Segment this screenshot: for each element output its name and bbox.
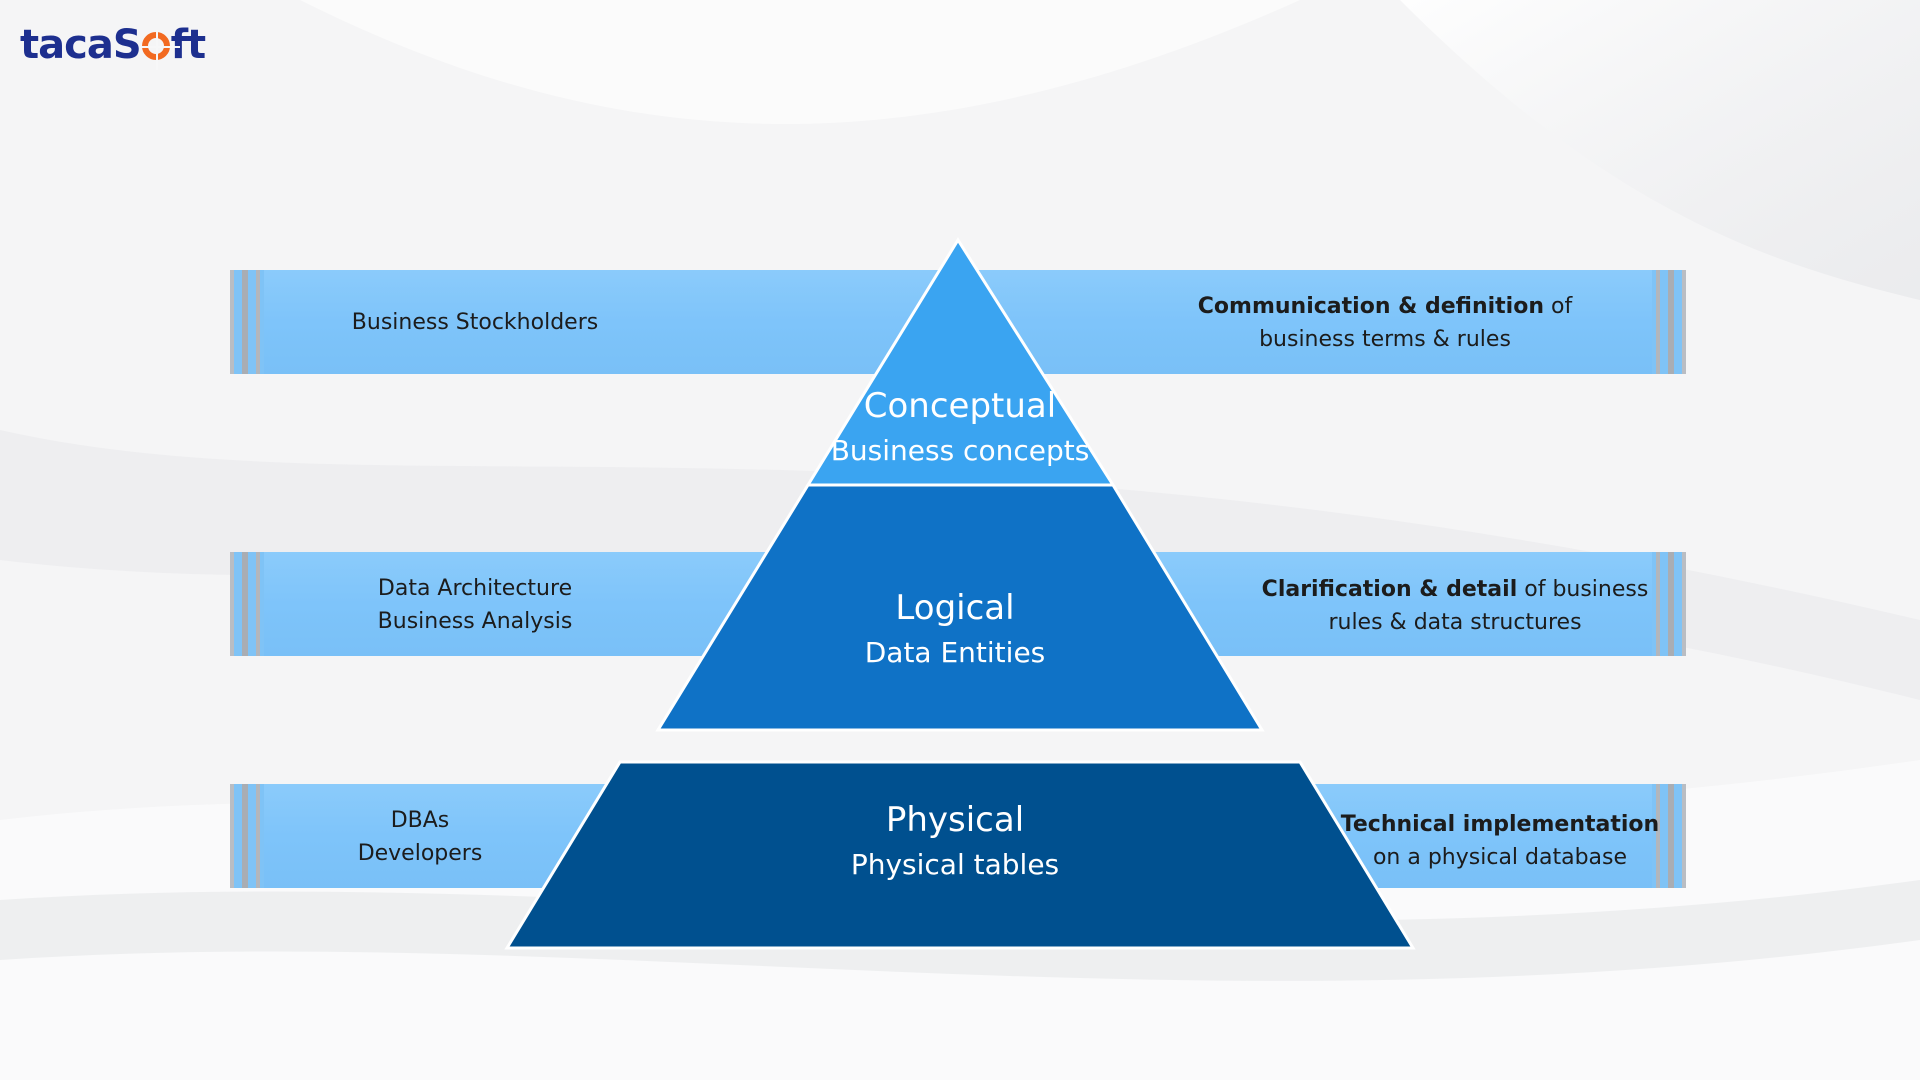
logo-s-letter: S (112, 22, 142, 68)
conceptual-tier-label: Conceptual Business concepts (810, 383, 1110, 473)
physical-title: Physical (885, 800, 1025, 840)
logical-title: Logical (895, 588, 1015, 628)
row-3-audience-line-1: DBAs (390, 808, 450, 833)
row-1-purpose-line-2: business terms & rules (1259, 327, 1511, 352)
logo-text-left: taca (20, 22, 114, 68)
row-1-purpose-bold: Communication & definition (1197, 294, 1544, 319)
row-2-purpose-line-2: rules & data structures (1328, 610, 1582, 635)
row-2-purpose-rest: of business (1517, 577, 1649, 602)
logical-tier-label: Logical Data Entities (805, 585, 1105, 675)
row-2-purpose: Clarification & detail of business rules… (1250, 573, 1660, 639)
band-cap-left (230, 270, 264, 374)
conceptual-title: Conceptual (863, 386, 1057, 426)
row-3-audience-line-2: Developers (357, 841, 483, 866)
row-1-audience: Business Stockholders (330, 306, 620, 339)
row-3-audience: DBAs Developers (320, 804, 520, 870)
physical-tier-label: Physical Physical tables (805, 797, 1105, 887)
row-2-purpose-bold: Clarification & detail (1261, 577, 1518, 602)
crosshair-o-icon (139, 30, 180, 70)
row-3-purpose-bold: Technical implementation (1340, 812, 1660, 837)
band-cap-left (230, 784, 264, 888)
row-2-audience-line-1: Data Architecture (377, 576, 573, 601)
row-3-purpose-line-2: on a physical database (1372, 845, 1628, 870)
band-cap-left (230, 552, 264, 656)
row-2-audience-line-2: Business Analysis (377, 609, 573, 634)
row-2-audience: Data Architecture Business Analysis (330, 572, 620, 638)
row-1-purpose-rest: of (1544, 294, 1573, 319)
conceptual-subtitle: Business concepts (830, 434, 1090, 467)
physical-tier-shape (504, 760, 1416, 950)
row-1-audience-line-1: Business Stockholders (351, 310, 599, 335)
logical-subtitle: Data Entities (864, 636, 1046, 669)
row-3-purpose: Technical implementation on a physical d… (1340, 808, 1660, 874)
logo-text-right: ft (170, 22, 207, 68)
physical-subtitle: Physical tables (850, 848, 1060, 881)
row-1-purpose: Communication & definition of business t… (1150, 290, 1620, 356)
conceptual-tier-shape (805, 237, 1116, 487)
